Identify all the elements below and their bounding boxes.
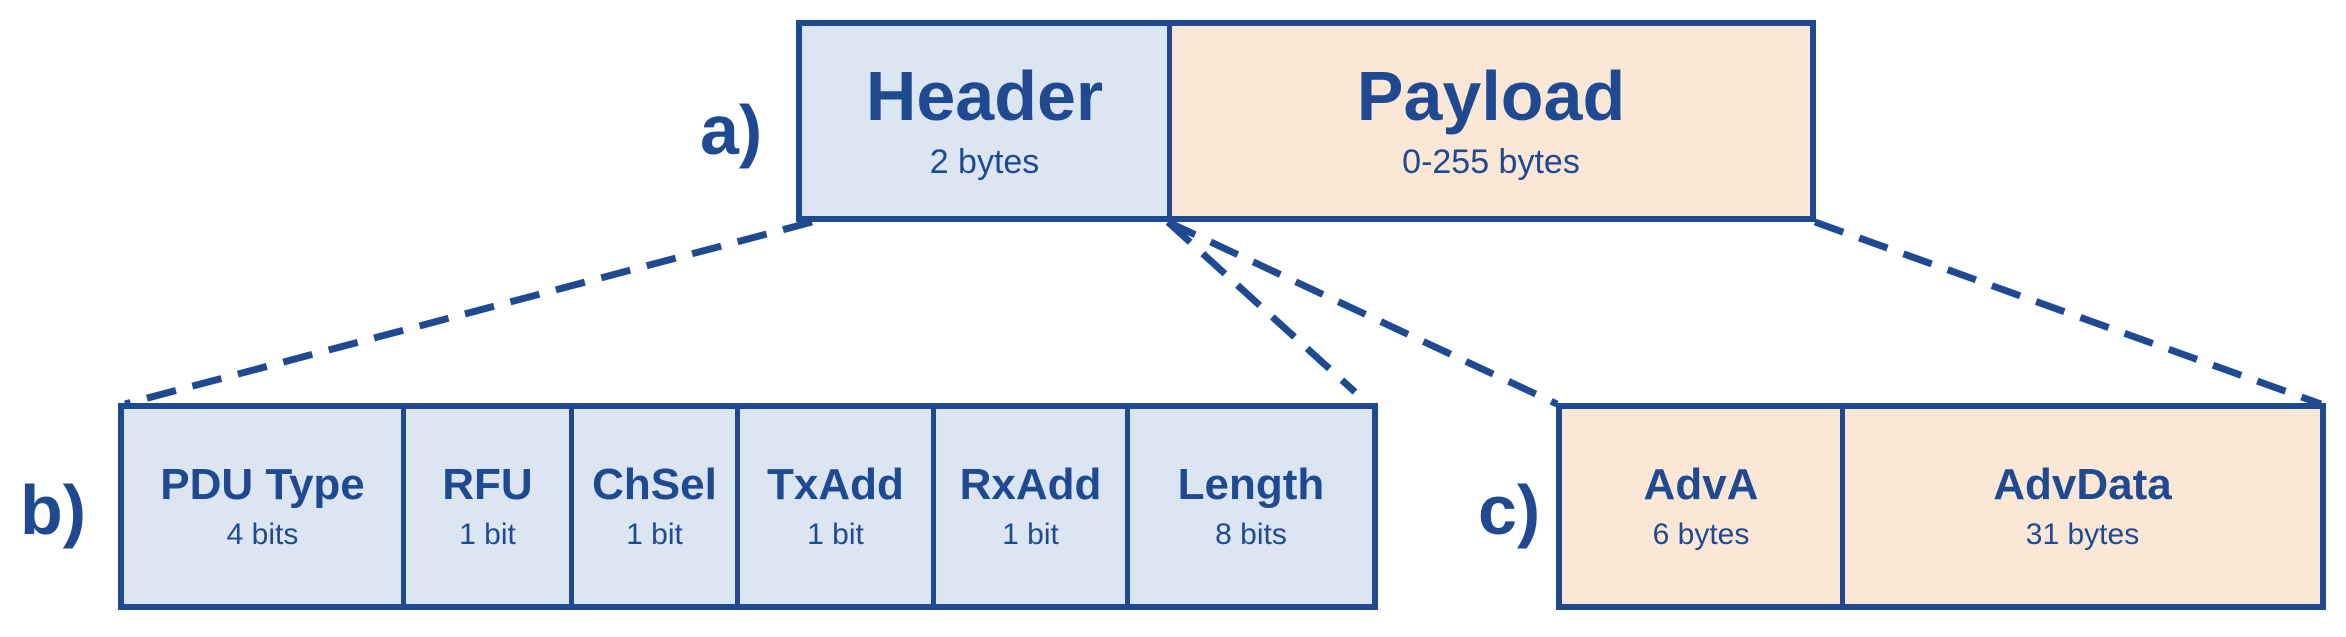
rxadd-field-size: 1 bit — [1002, 517, 1059, 551]
panel-b-label: b) — [20, 471, 87, 549]
advdata-field: AdvData 31 bytes — [1845, 409, 2320, 604]
txadd-field: TxAdd 1 bit — [740, 409, 936, 604]
advdata-field-size: 31 bytes — [2025, 517, 2140, 551]
payload-to-advdata-connector — [1813, 218, 2323, 408]
pdu-frame-box: Header 2 bytes Payload 0-255 bytes — [796, 20, 1816, 222]
txadd-field-size: 1 bit — [807, 517, 864, 551]
header-breakdown-box: PDU Type 4 bits RFU 1 bit ChSel 1 bit Tx… — [118, 403, 1378, 610]
chsel-field-size: 1 bit — [626, 517, 683, 551]
rfu-field-name: RFU — [442, 460, 533, 510]
adva-field: AdvA 6 bytes — [1562, 409, 1845, 604]
adva-field-name: AdvA — [1643, 460, 1759, 510]
panel-a-label: a) — [700, 91, 763, 169]
rfu-field: RFU 1 bit — [406, 409, 574, 604]
pdu-type-field: PDU Type 4 bits — [124, 409, 406, 604]
payload-to-adva-connector — [1166, 218, 1559, 408]
length-field-name: Length — [1177, 460, 1325, 510]
payload-breakdown-box: AdvA 6 bytes AdvData 31 bytes — [1556, 403, 2326, 610]
chsel-field: ChSel 1 bit — [574, 409, 740, 604]
length-field: Length 8 bits — [1130, 409, 1372, 604]
rfu-field-size: 1 bit — [459, 517, 516, 551]
header-to-length-connector — [1165, 219, 1358, 395]
panel-c-label: c) — [1478, 471, 1541, 549]
pdu-type-field-size: 4 bits — [226, 517, 299, 551]
header-field-size: 2 bytes — [929, 143, 1040, 182]
payload-field-size: 0-255 bytes — [1402, 143, 1580, 182]
header-field: Header 2 bytes — [802, 26, 1172, 216]
header-field-name: Header — [865, 56, 1104, 135]
payload-field-name: Payload — [1356, 56, 1626, 135]
txadd-field-name: TxAdd — [767, 460, 904, 510]
payload-field: Payload 0-255 bytes — [1172, 26, 1810, 216]
adva-field-size: 6 bytes — [1652, 517, 1750, 551]
rxadd-field-name: RxAdd — [959, 460, 1102, 510]
chsel-field-name: ChSel — [592, 460, 717, 510]
header-to-pdu-type-connector — [124, 218, 813, 408]
length-field-size: 8 bits — [1215, 517, 1287, 551]
advdata-field-name: AdvData — [1993, 460, 2172, 510]
rxadd-field: RxAdd 1 bit — [936, 409, 1130, 604]
pdu-type-field-name: PDU Type — [160, 460, 365, 510]
